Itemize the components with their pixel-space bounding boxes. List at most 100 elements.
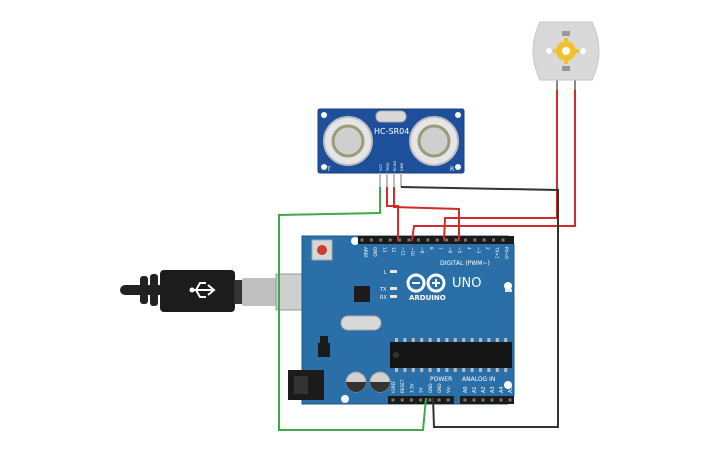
- chip-leg: [453, 368, 457, 372]
- led-l-label: L: [384, 270, 387, 276]
- analog-pin-label: A2: [481, 386, 487, 393]
- power-pin-socket[interactable]: [446, 398, 450, 402]
- chip-leg: [395, 338, 398, 342]
- wire-red-motor-2[interactable]: [411, 90, 576, 242]
- digital-pin-label: AREF: [363, 247, 368, 258]
- digital-pin-socket[interactable]: [463, 238, 467, 242]
- transducer-right: [409, 116, 459, 166]
- analog-pin-socket[interactable]: [472, 398, 476, 402]
- chip-leg: [504, 368, 508, 372]
- power-pin-label: IOREF: [391, 380, 396, 393]
- digital-pin-socket[interactable]: [360, 238, 364, 242]
- analog-pin-socket[interactable]: [463, 398, 467, 402]
- wire-red-motor-1[interactable]: [443, 90, 558, 242]
- power-pin-label: 5V: [419, 387, 424, 393]
- status-leds: L TX RX ON: [379, 270, 522, 301]
- sensor-pin-label: TRIG: [386, 162, 390, 172]
- digital-pin-socket[interactable]: [435, 238, 439, 242]
- chip-leg: [411, 338, 415, 342]
- digital-pin-label: 2: [485, 247, 490, 250]
- digital-pin-socket[interactable]: [501, 238, 505, 242]
- chip-leg: [462, 368, 466, 372]
- power-pin-label: GND: [428, 383, 433, 393]
- analog-pin-socket[interactable]: [481, 398, 485, 402]
- chip-leg: [428, 338, 432, 342]
- digital-pin-socket[interactable]: [426, 238, 430, 242]
- digital-pin-socket[interactable]: [492, 238, 496, 242]
- power-pin-socket[interactable]: [391, 398, 395, 402]
- power-pin-label: 3.3V: [409, 383, 414, 393]
- chip-leg: [462, 338, 466, 342]
- power-pin-socket[interactable]: [428, 398, 432, 402]
- analog-pin-label: A5: [508, 386, 514, 393]
- analog-pin-socket[interactable]: [490, 398, 494, 402]
- gear-icon: [553, 38, 579, 64]
- digital-pin-label: 8: [429, 247, 434, 250]
- sensor-pin-label: VCC: [379, 163, 383, 171]
- digital-pin-label: 7: [438, 247, 443, 250]
- power-label: POWER: [430, 376, 452, 383]
- sensor-pin-label: GND: [400, 163, 404, 171]
- chip-leg: [428, 368, 432, 372]
- digital-pin-label: 12: [391, 247, 396, 253]
- digital-pin-socket[interactable]: [482, 238, 486, 242]
- digital-pin-label: RX<0: [504, 247, 509, 259]
- capacitors: [345, 371, 391, 393]
- digital-pin-label: 13: [382, 247, 387, 253]
- wire-red-echo[interactable]: [393, 187, 460, 241]
- digital-pin-label: ~10: [410, 247, 415, 256]
- chip-leg: [470, 338, 474, 342]
- digital-pin-socket[interactable]: [473, 238, 477, 242]
- digital-label: DIGITAL (PWM~): [440, 260, 490, 267]
- chip-leg: [479, 368, 482, 372]
- power-pin-socket[interactable]: [419, 398, 423, 402]
- power-pin-socket[interactable]: [409, 398, 413, 402]
- wire-black-gnd[interactable]: [400, 186, 559, 428]
- digital-pin-label: TX>1: [495, 246, 500, 259]
- dc-motor-icon[interactable]: [532, 21, 600, 90]
- dc-power-jack: [288, 370, 324, 400]
- digital-pin-socket[interactable]: [369, 238, 373, 242]
- digital-pin-label: ~11: [401, 247, 406, 256]
- digital-pin-socket[interactable]: [445, 238, 449, 242]
- digital-pin-socket[interactable]: [379, 238, 383, 242]
- usb-cable-icon: [120, 270, 303, 312]
- chip-leg: [470, 368, 474, 372]
- analog-pin-label: A0: [463, 386, 469, 393]
- wire-red-trig[interactable]: [386, 187, 399, 241]
- chip-leg: [411, 368, 415, 372]
- chip-leg: [479, 338, 482, 342]
- on-led-label: ON: [514, 289, 522, 295]
- digital-pin-socket[interactable]: [407, 238, 411, 242]
- digital-pin-socket[interactable]: [398, 238, 402, 242]
- chip-leg: [453, 338, 457, 342]
- reset-button[interactable]: [311, 239, 333, 261]
- analog-pin-socket[interactable]: [508, 398, 512, 402]
- power-pin-label: GND: [437, 383, 442, 393]
- digital-header: [358, 236, 514, 244]
- digital-pin-socket[interactable]: [454, 238, 458, 242]
- analog-pin-socket[interactable]: [499, 398, 503, 402]
- digital-pin-label: ~3: [476, 247, 481, 254]
- chip-leg: [487, 368, 491, 372]
- chip-leg: [495, 368, 499, 372]
- chip-leg: [395, 368, 398, 372]
- transducer-left: [323, 116, 373, 166]
- chip-leg: [504, 338, 508, 342]
- power-pin-label: RESET: [400, 379, 405, 393]
- power-pin-socket[interactable]: [437, 398, 441, 402]
- digital-pin-socket[interactable]: [416, 238, 420, 242]
- analog-pin-label: A1: [472, 386, 478, 393]
- sensor-model: HC-SR04: [374, 127, 409, 136]
- chip-leg: [495, 338, 499, 342]
- power-pin-socket[interactable]: [400, 398, 404, 402]
- chip-leg: [403, 338, 407, 342]
- model-text: UNO: [452, 276, 481, 291]
- digital-pin-socket[interactable]: [388, 238, 392, 242]
- analog-pin-label: A3: [490, 386, 496, 393]
- led-tx-label: TX: [379, 287, 387, 293]
- wire-green-5v[interactable]: [278, 187, 427, 431]
